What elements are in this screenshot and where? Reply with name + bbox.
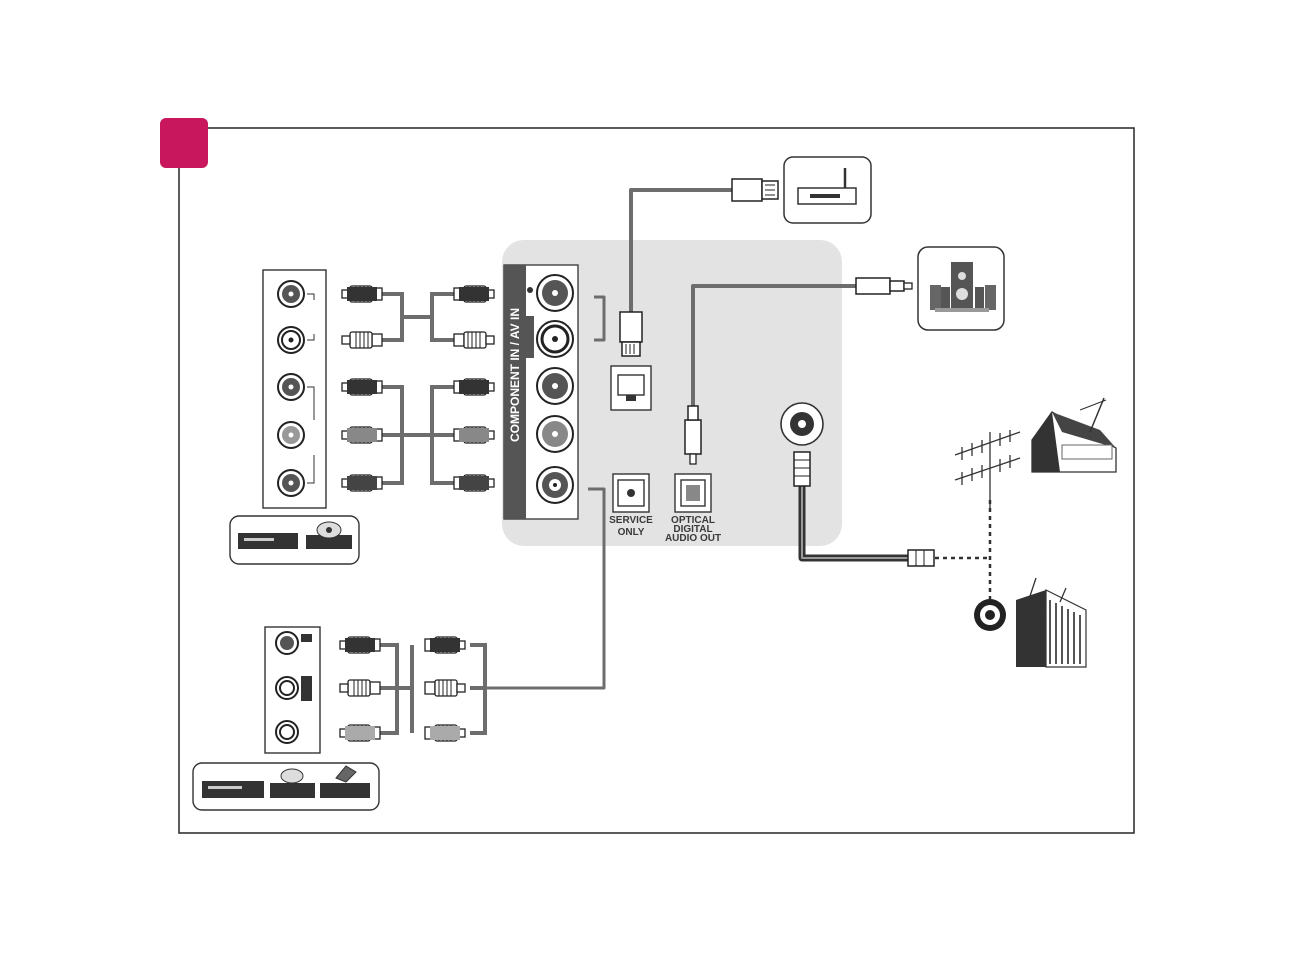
house-icon xyxy=(1032,398,1116,472)
component-av-input-block: COMPONENT IN / AV IN xyxy=(504,265,578,519)
optical-plug-speaker xyxy=(856,278,912,294)
optical-label-line3: AUDIO OUT xyxy=(665,533,721,544)
antenna-icon xyxy=(955,430,1020,510)
router-icon xyxy=(784,157,871,223)
service-only-label-line2: ONLY xyxy=(618,527,645,538)
lan-port xyxy=(611,366,651,410)
antenna-rf-port xyxy=(781,403,823,445)
lan-plug-router xyxy=(732,179,778,201)
dvd-player-icon xyxy=(230,516,359,564)
audio-jack-left xyxy=(537,416,573,452)
component-jack-green xyxy=(537,275,573,311)
component-jack-red xyxy=(537,368,573,404)
home-theater-icon xyxy=(918,247,1004,330)
component-device-jack-panel xyxy=(263,270,326,508)
service-only-label-line1: SERVICE xyxy=(609,515,653,526)
component-jack-blue xyxy=(537,321,573,357)
service-only-port xyxy=(613,474,649,512)
lan-plug-tv xyxy=(620,312,642,356)
av-device-jack-panel xyxy=(265,627,320,753)
optical-audio-out-port xyxy=(675,474,711,512)
vcr-icon xyxy=(193,763,379,810)
audio-jack-right xyxy=(537,467,573,503)
building-icon xyxy=(1016,578,1086,667)
component-cables xyxy=(382,294,454,483)
component-in-av-in-label: COMPONENT IN / AV IN xyxy=(508,308,522,442)
section-badge xyxy=(160,118,208,168)
satellite-dish-icon xyxy=(974,599,1006,631)
